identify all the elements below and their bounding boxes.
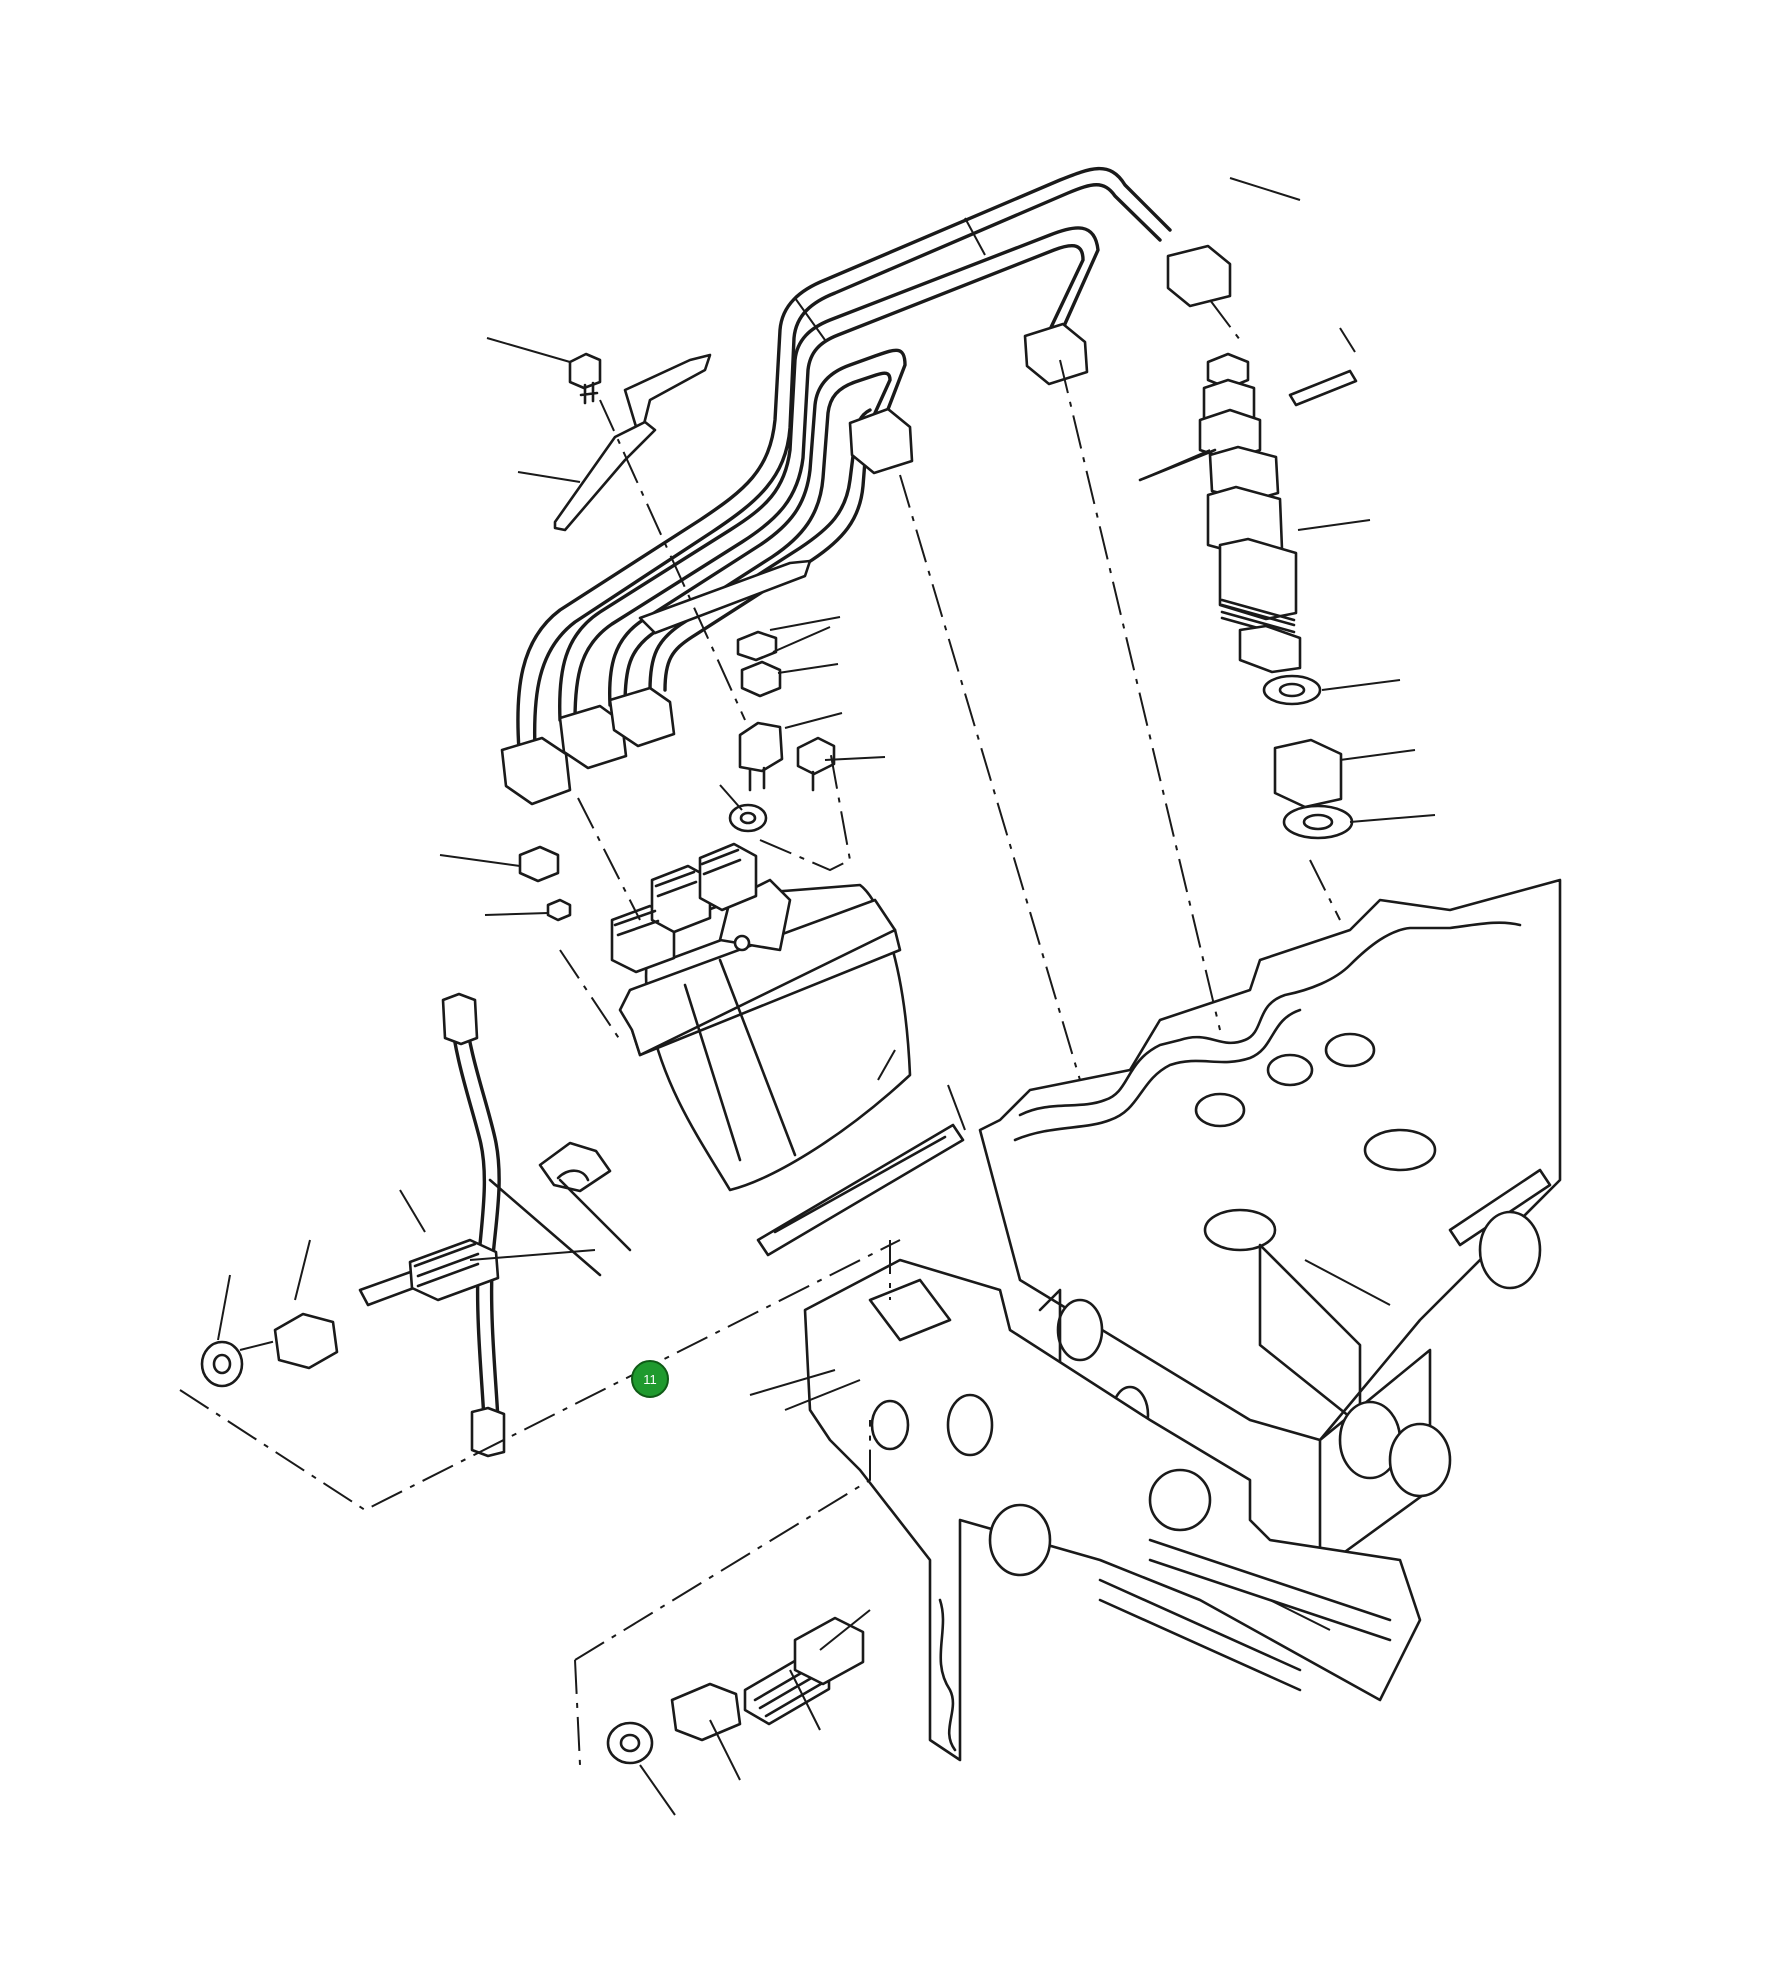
cylinder-head: [978, 878, 1562, 1572]
mounting-stud-set: [606, 1616, 865, 1765]
injection-pump: [610, 842, 912, 1192]
stop-solenoid: [200, 992, 632, 1458]
assembly-centerlines: [179, 299, 1341, 1766]
callout-hotspot-11-label: 11: [643, 1372, 657, 1387]
callout-leaders: [217, 177, 1436, 1816]
pump-banjo-fittings: [518, 630, 836, 922]
callout-hotspot-11-marker[interactable]: [631, 1360, 669, 1398]
pump-gasket: [756, 1123, 965, 1257]
fuel-injection-pipes: [500, 166, 1232, 806]
pipe-clamp: [553, 352, 812, 635]
cylinder-block: [803, 1258, 1452, 1762]
callout-hotspot-11[interactable]: 11: [631, 1360, 669, 1398]
fuel-injector: [1138, 352, 1358, 840]
